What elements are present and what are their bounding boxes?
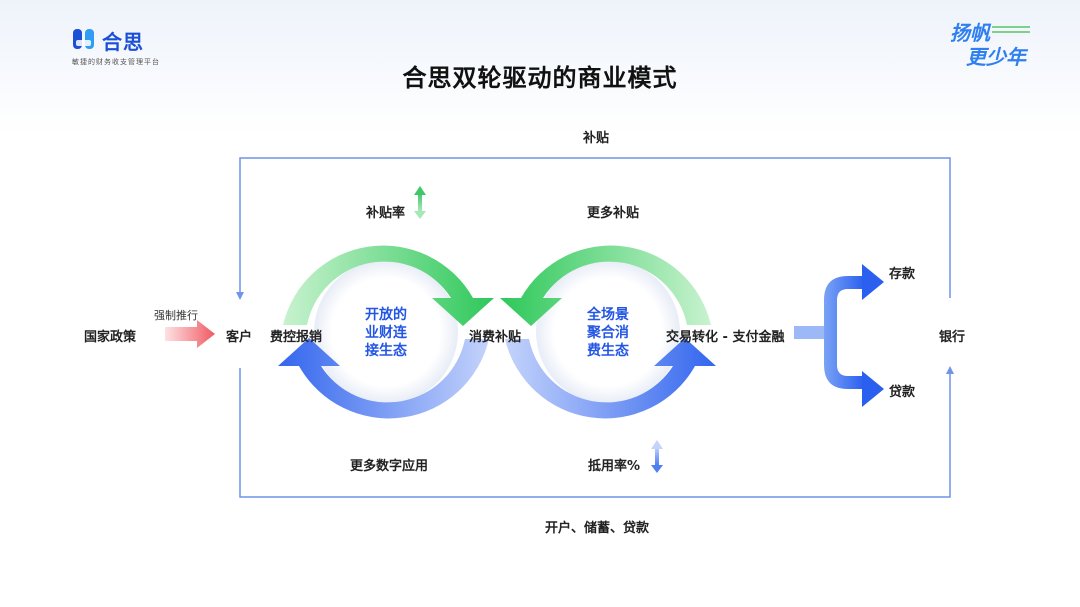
logo-text: 合思 <box>102 30 144 54</box>
slogan-line2: 更少年 <box>966 45 1029 69</box>
label-consumption-subsidy: 消费补贴 <box>469 330 522 345</box>
right-green-arc <box>500 245 711 326</box>
left-blue-arc <box>278 338 489 419</box>
label-offset-rate: 抵用率% <box>588 459 641 474</box>
label-loan: 贷款 <box>889 385 916 400</box>
left-center-line3: 接生态 <box>365 343 407 359</box>
arrow-down-to-customer <box>236 292 244 300</box>
up-down-arrow-icon <box>414 186 426 219</box>
slogan-badge: 扬帆 更少年 <box>948 18 1038 76</box>
fork-arrow <box>794 264 884 407</box>
left-green-arc <box>283 245 494 326</box>
label-deposit: 存款 <box>889 267 916 282</box>
label-expense-control: 费控报销 <box>270 330 323 345</box>
up-down-arrow-icon-2 <box>651 440 663 473</box>
logo-tagline: 敏捷的财务收支管理平台 <box>72 58 160 66</box>
label-subsidy-rate: 补贴率 <box>366 206 406 221</box>
policy-arrow <box>165 320 215 348</box>
left-wheel-disc <box>314 260 458 404</box>
label-top-loop: 补贴 <box>583 131 610 146</box>
left-center-line2: 业财连 <box>365 325 407 341</box>
label-more-apps: 更多数字应用 <box>350 459 429 474</box>
label-bank: 银行 <box>939 330 966 345</box>
label-customer: 客户 <box>226 330 253 345</box>
label-national-policy: 国家政策 <box>84 330 137 345</box>
left-center-line1: 开放的 <box>365 307 407 323</box>
arrow-up-to-bank <box>946 366 954 374</box>
right-center-line2: 聚合消 <box>587 325 629 341</box>
right-wheel-disc <box>536 260 680 404</box>
right-wheel-center-text: 全场景 聚合消 费生态 <box>578 306 638 360</box>
logo-mark-icon <box>73 29 94 49</box>
label-more-subsidy: 更多补贴 <box>587 206 640 221</box>
slogan-line1: 扬帆 <box>950 21 992 45</box>
right-center-line1: 全场景 <box>587 307 629 323</box>
right-center-line3: 费生态 <box>587 343 629 359</box>
label-bottom-loop: 开户、储蓄、贷款 <box>545 521 650 536</box>
right-blue-arc <box>505 338 716 419</box>
left-wheel-center-text: 开放的 业财连 接生态 <box>356 306 416 360</box>
label-transaction: 交易转化 - 支付金融 <box>666 330 785 345</box>
label-force-promote: 强制推行 <box>154 309 198 322</box>
page-title: 合思双轮驱动的商业模式 <box>402 64 678 92</box>
outer-loop-lines <box>239 157 951 498</box>
